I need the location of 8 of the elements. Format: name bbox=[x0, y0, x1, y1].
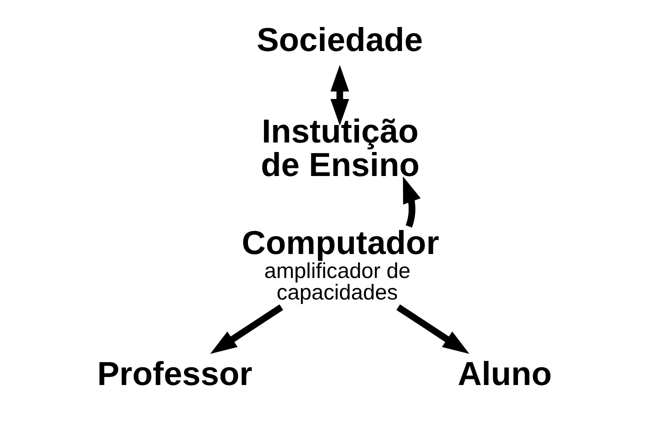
node-text: Instutição de Ensino bbox=[260, 114, 420, 184]
arrow bbox=[210, 304, 283, 354]
arrow bbox=[396, 304, 469, 354]
arrow bbox=[330, 64, 349, 126]
node-text: Computador amplificador de capacidades bbox=[241, 224, 439, 304]
node-text: Professor bbox=[96, 356, 252, 394]
node-text: Sociedade bbox=[256, 22, 422, 60]
node-text: Aluno bbox=[457, 356, 552, 394]
